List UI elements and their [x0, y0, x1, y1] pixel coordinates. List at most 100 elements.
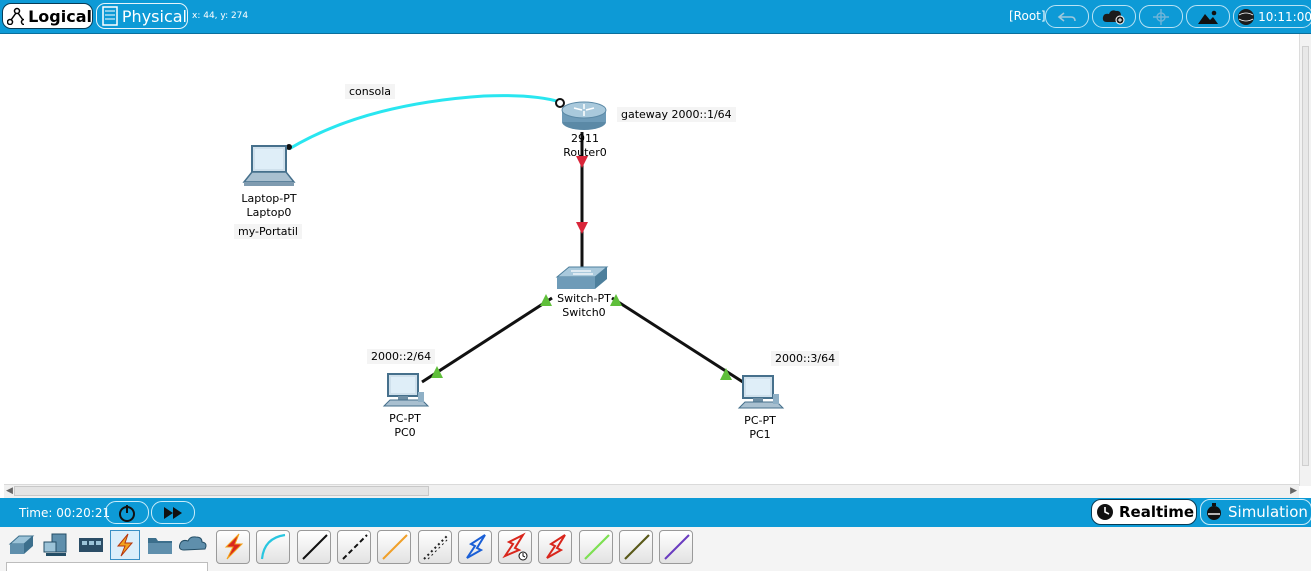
logical-label: Logical [28, 6, 92, 26]
pc1-note[interactable]: 2000::3/64 [771, 351, 840, 366]
copper-cross-over-button[interactable] [337, 530, 371, 564]
usb-button[interactable] [659, 530, 693, 564]
back-button[interactable] [1045, 5, 1089, 28]
router-name: Router0 [563, 146, 607, 159]
undo-arrow-icon [1057, 11, 1076, 22]
pc0-icon[interactable] [382, 372, 430, 412]
clock-time: 10:11:00 [1258, 9, 1311, 24]
power-cycle-button[interactable] [105, 501, 149, 524]
coaxial-icon [466, 534, 486, 559]
laptop-name: Laptop0 [246, 206, 292, 219]
serial-dce-button[interactable] [498, 530, 532, 564]
simulation-label: Simulation [1228, 503, 1308, 521]
link-switch-pc0 [421, 296, 553, 384]
power-cycle-icon [119, 504, 135, 522]
topology-links [286, 94, 747, 386]
console-port-router [555, 98, 565, 108]
vertical-scrollbar[interactable] [1299, 34, 1311, 486]
move-arrows-icon [1153, 8, 1169, 25]
octal-button[interactable] [579, 530, 613, 564]
router-icon[interactable] [560, 98, 608, 132]
viewport-clock-button[interactable]: 10:11:00 [1233, 5, 1311, 28]
device-palette [0, 527, 1311, 571]
elapsed-time: Time: 00:20:21 [19, 506, 111, 520]
connections-icon[interactable] [110, 530, 140, 560]
phone-icon [423, 534, 449, 560]
laptop-icon[interactable] [240, 144, 296, 190]
link-switch-pc1 [611, 296, 747, 386]
logical-view-button[interactable]: Logical [2, 3, 93, 29]
move-object-button[interactable] [1139, 5, 1183, 28]
cursor-coordinates: x: 44, y: 274 [192, 11, 249, 21]
laptop-model: Laptop-PT [241, 192, 297, 205]
octal-icon [584, 534, 610, 560]
automatic-connection-icon [224, 533, 244, 560]
globe-clock-icon [1238, 8, 1254, 25]
top-toolbar: Logical Physical x: 44, y: 274 [Root] [0, 0, 1311, 34]
switch-name: Switch0 [562, 306, 606, 319]
device-subtype-panel [6, 562, 208, 571]
logical-workspace[interactable]: consola 2911 Router0 gateway 2000::1/64 … [4, 34, 1299, 484]
physical-view-button[interactable]: Physical [96, 3, 188, 29]
logical-topology-icon [7, 7, 25, 25]
scroll-right-icon[interactable]: ▶ [1290, 486, 1297, 496]
horizontal-scrollbar[interactable]: ◀ ▶ [4, 484, 1299, 499]
cloud-plus-icon [1102, 9, 1125, 24]
pc0-name: PC0 [394, 426, 416, 439]
copper-straight-through-button[interactable] [297, 530, 331, 564]
console-cable-button[interactable] [256, 530, 290, 564]
iot-custom-cable-button[interactable] [619, 530, 653, 564]
link-status-pc1 [720, 368, 732, 380]
pc1-icon[interactable] [737, 374, 785, 414]
pc1-label: PC-PT PC1 [744, 414, 776, 442]
fast-forward-icon [164, 506, 182, 519]
switch-icon[interactable] [555, 265, 609, 293]
router-label: 2911 Router0 [563, 132, 606, 160]
serial-dte-button[interactable] [538, 530, 572, 564]
laptop-label: Laptop-PT Laptop0 [241, 192, 296, 220]
horizontal-scroll-thumb[interactable] [14, 486, 429, 496]
console-port-laptop [286, 144, 292, 150]
console-cable-label: consola [345, 84, 396, 99]
pc0-model: PC-PT [389, 412, 421, 425]
network-devices-icon[interactable] [6, 530, 36, 560]
physical-label: Physical [121, 6, 187, 26]
time-bar: Time: 00:20:21 Realtime [0, 498, 1311, 527]
link-status-switch-pc0 [540, 294, 552, 306]
copper-straight-through-icon [302, 534, 328, 560]
scroll-left-icon[interactable]: ◀ [6, 486, 13, 496]
multiuser-icon[interactable] [178, 530, 208, 560]
switch-model: Switch-PT [557, 292, 611, 305]
iot-custom-cable-icon [624, 534, 650, 560]
miscellaneous-icon[interactable] [145, 530, 175, 560]
pc0-label: PC-PT PC0 [389, 412, 421, 440]
link-status-switch-pc1 [610, 294, 622, 306]
laptop-note[interactable]: my-Portatil [234, 224, 302, 239]
fiber-icon [382, 534, 408, 560]
end-devices-icon[interactable] [41, 530, 71, 560]
usb-icon [664, 534, 690, 560]
new-cluster-button[interactable] [1092, 5, 1136, 28]
automatic-connection-button[interactable] [216, 530, 250, 564]
set-background-button[interactable] [1186, 5, 1230, 28]
root-breadcrumb[interactable]: [Root] [1009, 9, 1046, 23]
pc0-note[interactable]: 2000::2/64 [367, 349, 436, 364]
fast-forward-button[interactable] [151, 501, 195, 524]
pc1-model: PC-PT [744, 414, 776, 427]
link-status-pc0 [431, 366, 443, 378]
simulation-mode-button[interactable]: Simulation [1200, 499, 1311, 525]
link-status-switch-down [576, 222, 588, 234]
fiber-button[interactable] [377, 530, 411, 564]
components-icon[interactable] [76, 530, 106, 560]
router-note[interactable]: gateway 2000::1/64 [617, 107, 736, 122]
copper-cross-over-icon [342, 534, 368, 560]
serial-dte-icon [546, 534, 566, 559]
realtime-mode-button[interactable]: Realtime [1091, 499, 1197, 525]
phone-button[interactable] [418, 530, 452, 564]
vertical-scroll-thumb[interactable] [1302, 46, 1309, 466]
coaxial-button[interactable] [458, 530, 492, 564]
serial-dce-icon [502, 532, 528, 561]
switch-label: Switch-PT Switch0 [557, 292, 611, 320]
link-status-router-down [576, 156, 588, 168]
